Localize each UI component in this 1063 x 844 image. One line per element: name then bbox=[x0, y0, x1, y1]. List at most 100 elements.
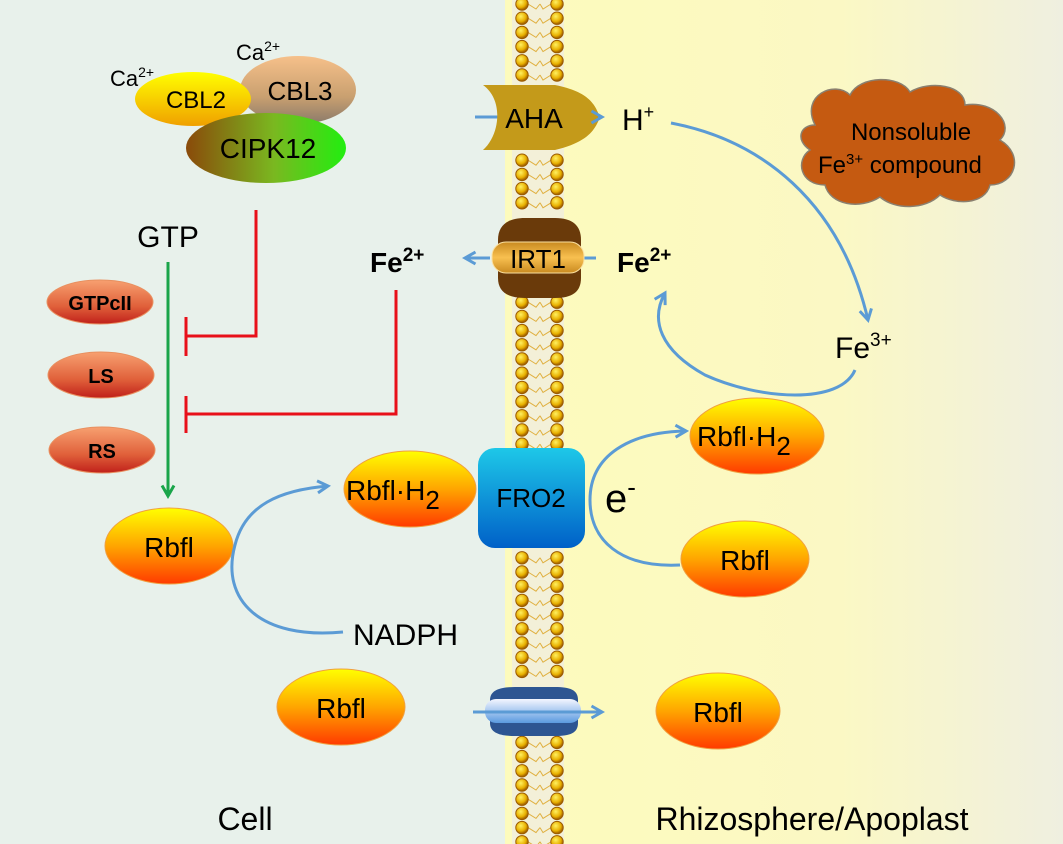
lipid-head bbox=[515, 380, 529, 395]
aha-label: AHA bbox=[505, 103, 563, 134]
lipid-tail bbox=[527, 386, 552, 394]
lipid-heads bbox=[515, 0, 564, 844]
lipid-tail bbox=[527, 31, 552, 39]
calcium-ion-right: Ca2+ bbox=[236, 38, 280, 65]
lipid-head bbox=[550, 806, 564, 821]
lipid-tail bbox=[527, 74, 552, 81]
lipid-tail bbox=[527, 642, 552, 649]
lipid-tail bbox=[527, 173, 552, 181]
lipid-head bbox=[550, 309, 564, 324]
rbfl-cytosolic[interactable]: Rbfl bbox=[104, 507, 234, 585]
calcium-ion-left: Ca2+ bbox=[110, 64, 154, 91]
lipid-head bbox=[550, 196, 564, 210]
rbfl-h2-cytosolic-label: Rbfl·H2 bbox=[346, 475, 440, 515]
cbl3-node[interactable] bbox=[240, 56, 356, 124]
fe3-reduction-arrow bbox=[653, 290, 857, 397]
proton-acidification-arrow bbox=[670, 121, 873, 323]
lipid-head bbox=[550, 764, 564, 778]
lipid-head bbox=[550, 409, 564, 423]
lipid-tail bbox=[527, 188, 552, 195]
lipid-tail bbox=[527, 656, 552, 663]
lipid-head bbox=[550, 820, 564, 835]
fe2-inside-label: Fe2+ bbox=[370, 245, 424, 278]
rbfl-secreted-label: Rbfl bbox=[693, 697, 743, 728]
lipid-head bbox=[550, 167, 564, 182]
lipid-tail bbox=[527, 770, 552, 777]
lipid-head bbox=[550, 664, 564, 679]
irt1-iron-transporter[interactable]: IRT1 bbox=[491, 218, 585, 298]
enzyme-rs[interactable]: RS bbox=[48, 426, 156, 474]
lipid-tail bbox=[527, 827, 552, 834]
lipid-head bbox=[515, 806, 529, 821]
lipid-tail bbox=[527, 46, 552, 53]
rbfl-h2-apoplast-label: Rbfl·H2 bbox=[697, 421, 791, 461]
lipid-head bbox=[550, 366, 564, 380]
lipid-head bbox=[515, 153, 529, 167]
lipid-tail bbox=[527, 812, 552, 820]
lipid-head bbox=[515, 338, 529, 352]
cbl2-node[interactable] bbox=[135, 72, 251, 126]
cell-region-label: Cell bbox=[217, 801, 272, 837]
lipid-head bbox=[550, 54, 564, 68]
rbfl-for-export[interactable]: Rbfl bbox=[276, 668, 406, 746]
cbl-cipk-complex: CBL3 CBL2 CIPK12 Ca2+ Ca2+ bbox=[110, 38, 356, 183]
lipid-tails bbox=[527, 3, 552, 844]
enzyme-gtpcii-label: GTPcII bbox=[68, 293, 131, 315]
lipid-head bbox=[515, 39, 529, 54]
lipid-head bbox=[550, 181, 564, 196]
proton-label: H+ bbox=[622, 102, 654, 137]
lipid-head bbox=[550, 153, 564, 167]
rbfl-h2-cytosolic[interactable]: Rbfl·H2 bbox=[343, 450, 477, 528]
nadph-reduction-arrow bbox=[230, 479, 344, 635]
rbfl-apoplast-oxidized[interactable]: Rbfl bbox=[680, 520, 810, 598]
irt1-label: IRT1 bbox=[510, 244, 566, 274]
lipid-head bbox=[550, 39, 564, 54]
lipid-head bbox=[515, 593, 529, 608]
lipid-tail bbox=[527, 358, 552, 365]
rbfl-secreted[interactable]: Rbfl bbox=[655, 672, 781, 750]
electron-label: e- bbox=[605, 472, 636, 521]
cipk12-inhibition-line bbox=[186, 210, 258, 338]
lipid-head bbox=[515, 749, 529, 764]
lipid-tail bbox=[527, 841, 552, 844]
enzyme-ls[interactable]: LS bbox=[47, 351, 155, 399]
lipid-head bbox=[515, 622, 529, 636]
enzyme-rs-label: RS bbox=[88, 441, 116, 463]
lipid-head bbox=[550, 0, 564, 11]
nonsoluble-fe3-cloud[interactable]: Nonsoluble Fe3+ compound bbox=[800, 78, 1016, 208]
lipid-head bbox=[550, 423, 564, 437]
enzyme-gtpcii[interactable]: GTPcII bbox=[46, 279, 154, 325]
lipid-head bbox=[515, 409, 529, 423]
lipid-head bbox=[515, 650, 529, 664]
lipid-head bbox=[550, 735, 564, 750]
cbl3-label: CBL3 bbox=[267, 76, 332, 106]
lipid-head bbox=[550, 352, 564, 366]
lipid-tail bbox=[527, 315, 552, 323]
rbfl-for-export-label: Rbfl bbox=[316, 693, 366, 724]
lipid-head bbox=[515, 551, 529, 565]
cipk12-node[interactable] bbox=[186, 113, 346, 183]
lipid-head bbox=[515, 792, 529, 806]
fro2-reductase[interactable]: FRO2 bbox=[478, 448, 585, 548]
lipid-head bbox=[515, 68, 529, 82]
electron-transfer-arrow bbox=[588, 423, 690, 567]
lipid-tail bbox=[527, 3, 552, 10]
lipid-head bbox=[550, 593, 564, 608]
lipid-head bbox=[515, 565, 529, 579]
lipid-head bbox=[515, 181, 529, 196]
lipid-head bbox=[550, 323, 564, 338]
lipid-tail bbox=[527, 415, 552, 422]
cloud-line1: Nonsoluble bbox=[851, 119, 971, 146]
cloud-line2: Fe3+ compound bbox=[818, 151, 982, 179]
lipid-tail bbox=[527, 585, 552, 592]
lipid-tail bbox=[527, 756, 552, 763]
lipid-tail bbox=[527, 614, 552, 621]
aha-proton-pump[interactable]: AHA bbox=[483, 85, 600, 150]
lipid-head bbox=[550, 11, 564, 25]
fro2-label: FRO2 bbox=[496, 483, 565, 513]
lipid-head bbox=[550, 68, 564, 82]
lipid-tail bbox=[527, 670, 552, 678]
lipid-tail bbox=[527, 798, 552, 805]
lipid-head bbox=[550, 622, 564, 636]
rbfl-h2-apoplast[interactable]: Rbfl·H2 bbox=[689, 397, 825, 475]
